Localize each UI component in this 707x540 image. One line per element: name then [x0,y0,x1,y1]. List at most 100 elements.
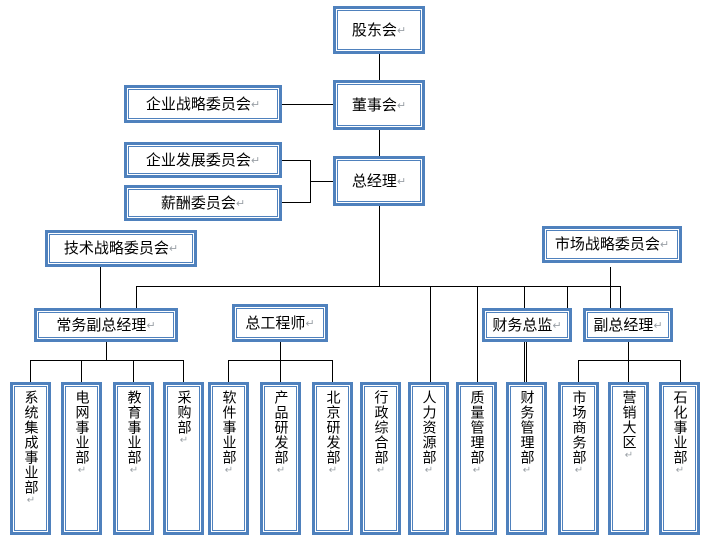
paragraph-mark-icon: ↵ [552,318,562,332]
department-box-finance-mgmt[interactable]: 财务管理部↵ [506,382,547,535]
node-chief-engineer[interactable]: 总工程师↵ [232,304,328,342]
department-box-procurement[interactable]: 采购部↵ [163,382,204,535]
paragraph-mark-icon: ↵ [76,465,88,477]
department-box-software-inner: 软件事业部↵ [212,386,245,531]
department-box-market-business[interactable]: 市场商务部↵ [558,382,599,535]
node-shareholders[interactable]: 股东会↵ [333,6,425,54]
department-box-petrochemical[interactable]: 石化事业部↵ [659,382,700,535]
connector-drop-software [228,360,229,382]
node-exec-vice-gm[interactable]: 常务副总经理↵ [34,308,178,342]
node-development-committee[interactable]: 企业发展委员会↵ [124,142,282,178]
department-label-education: 教育事业部↵ [125,390,142,477]
department-box-procurement-inner: 采购部↵ [167,386,200,531]
department-label-sales-region: 营销大区↵ [620,390,637,462]
department-box-sys-integration[interactable]: 系统集成事业部↵ [10,382,51,535]
paragraph-mark-icon: ↵ [521,465,533,477]
paragraph-mark-icon: ↵ [396,98,407,112]
connector-drop-sales-region [628,360,629,382]
connector-board-gm [379,130,380,156]
department-box-quality[interactable]: 质量管理部↵ [456,382,497,535]
connector-drop-sys-integration [30,360,31,382]
connector-drop-procurement [183,360,184,382]
department-box-sales-region-inner: 营销大区↵ [612,386,645,531]
connector-shareholders-board [379,54,380,80]
department-label-product-rd: 产品研发部↵ [272,390,289,477]
node-tech-strategy-committee-label: 技术战略委员会 [63,239,169,258]
node-board-label: 董事会 [351,95,397,114]
department-box-sys-integration-inner: 系统集成事业部↵ [14,386,47,531]
connector-main-bus [136,286,620,287]
paragraph-mark-icon: ↵ [235,196,246,210]
department-box-admin-inner: 行政综合部↵ [364,386,397,531]
department-box-beijing-rd[interactable]: 北京研发部↵ [312,382,353,535]
paragraph-mark-icon: ↵ [25,495,37,507]
node-chief-engineer-inner: 总工程师↵ [236,308,324,338]
node-cfo-inner: 财务总监↵ [486,312,568,338]
node-compensation-committee-inner: 薪酬委员会↵ [128,189,278,217]
department-box-market-business-inner: 市场商务部↵ [562,386,595,531]
node-general-manager-inner: 总经理↵ [337,160,421,202]
department-box-hr[interactable]: 人力资源部↵ [408,382,449,535]
department-label-sys-integration: 系统集成事业部↵ [22,390,39,507]
node-shareholders-inner: 股东会↵ [337,10,421,50]
paragraph-mark-icon: ↵ [573,465,585,477]
department-label-petrochemical: 石化事业部↵ [671,390,688,477]
node-strategy-committee-inner: 企业战略委员会↵ [128,89,278,119]
node-tech-strategy-committee[interactable]: 技术战略委员会↵ [45,230,197,267]
connector-gm-trunk [379,206,380,286]
paragraph-mark-icon: ↵ [327,465,339,477]
connector-development-committee [282,160,310,161]
connector-vice-gm-stem [628,342,629,360]
connector-chief-engineer-stem [280,342,281,360]
node-board[interactable]: 董事会↵ [333,80,425,130]
department-box-petrochemical-inner: 石化事业部↵ [663,386,696,531]
node-strategy-committee[interactable]: 企业战略委员会↵ [124,85,282,123]
department-box-product-rd[interactable]: 产品研发部↵ [260,382,301,535]
node-compensation-committee[interactable]: 薪酬委员会↵ [124,185,282,221]
department-box-power-grid[interactable]: 电网事业部↵ [61,382,102,535]
paragraph-mark-icon: ↵ [674,465,686,477]
connector-left-committee-to-gm [310,181,334,182]
node-chief-engineer-label: 总工程师 [245,313,306,332]
connector-bus-drop-cfo [567,286,568,308]
department-box-admin[interactable]: 行政综合部↵ [360,382,401,535]
node-vice-gm-label: 副总经理 [593,315,654,334]
paragraph-mark-icon: ↵ [653,318,663,332]
node-market-strategy-committee[interactable]: 市场战略委员会↵ [542,226,682,263]
connector-strategy-committee-board [282,104,334,105]
paragraph-mark-icon: ↵ [471,465,483,477]
department-label-finance-mgmt: 财务管理部↵ [518,390,535,477]
connector-bus-drop-hr [477,286,478,382]
department-box-power-grid-inner: 电网事业部↵ [65,386,98,531]
department-box-education[interactable]: 教育事业部↵ [113,382,154,535]
node-general-manager[interactable]: 总经理↵ [333,156,425,206]
node-board-inner: 董事会↵ [337,84,421,126]
connector-bus-drop-admin [430,286,431,382]
connector-drop-power-grid [81,360,82,382]
department-box-finance-mgmt-inner: 财务管理部↵ [510,386,543,531]
department-box-sales-region[interactable]: 营销大区↵ [608,382,649,535]
paragraph-mark-icon: ↵ [223,465,235,477]
node-cfo[interactable]: 财务总监↵ [482,308,572,342]
node-cfo-label: 财务总监 [492,315,553,334]
node-tech-strategy-committee-inner: 技术战略委员会↵ [49,234,193,263]
node-shareholders-label: 股东会 [351,20,397,39]
connector-compensation-committee [282,202,310,203]
department-label-procurement: 采购部↵ [175,390,192,447]
node-development-committee-label: 企业发展委员会 [145,150,251,169]
paragraph-mark-icon: ↵ [423,465,435,477]
department-label-hr: 人力资源部↵ [420,390,437,477]
paragraph-mark-icon: ↵ [396,23,407,37]
paragraph-mark-icon: ↵ [178,435,190,447]
department-label-market-business: 市场商务部↵ [570,390,587,477]
paragraph-mark-icon: ↵ [250,97,261,111]
department-label-beijing-rd: 北京研发部↵ [324,390,341,477]
department-box-beijing-rd-inner: 北京研发部↵ [316,386,349,531]
department-box-product-rd-inner: 产品研发部↵ [264,386,297,531]
department-box-software[interactable]: 软件事业部↵ [208,382,249,535]
department-label-software: 软件事业部↵ [220,390,237,477]
connector-tech-committee-exec-vice-gm [100,267,101,308]
paragraph-mark-icon: ↵ [250,153,261,167]
paragraph-mark-icon: ↵ [659,238,670,251]
node-vice-gm[interactable]: 副总经理↵ [583,308,673,342]
